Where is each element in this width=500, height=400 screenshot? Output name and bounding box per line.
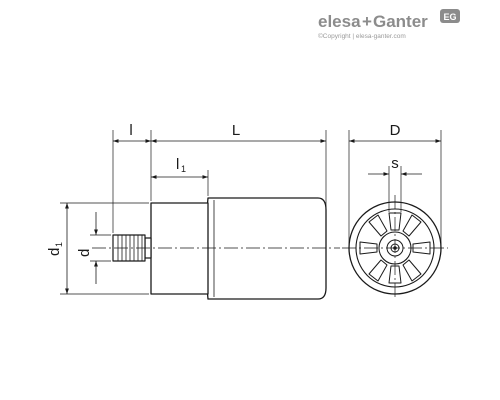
label-d1-main: d bbox=[46, 248, 63, 256]
label-d-main: d bbox=[76, 249, 93, 257]
logo-badge: EG bbox=[443, 12, 456, 22]
logo-copyright: ©Copyright | elesa-ganter.com bbox=[318, 32, 406, 40]
knob-body bbox=[204, 197, 327, 300]
label-l: l bbox=[129, 122, 132, 139]
label-l1: l 1 bbox=[176, 156, 186, 174]
label-s: s bbox=[391, 155, 399, 172]
knob-hub bbox=[150, 202, 209, 295]
label-d: d bbox=[76, 249, 93, 257]
logo-badge-box bbox=[440, 9, 460, 23]
label-l1-sub: 1 bbox=[181, 164, 186, 174]
end-view-slots bbox=[359, 212, 431, 284]
brand-logo: elesa + Ganter EG ©Copyright | elesa-gan… bbox=[318, 9, 460, 40]
label-L: L bbox=[232, 122, 240, 139]
label-l1-main: l bbox=[176, 156, 179, 173]
label-D: D bbox=[390, 122, 401, 139]
logo-elesa: elesa bbox=[318, 12, 361, 31]
logo-ganter: Ganter bbox=[373, 12, 428, 31]
logo-plus: + bbox=[362, 12, 372, 31]
label-d1: d 1 bbox=[46, 242, 64, 256]
label-d1-sub: 1 bbox=[54, 242, 64, 247]
